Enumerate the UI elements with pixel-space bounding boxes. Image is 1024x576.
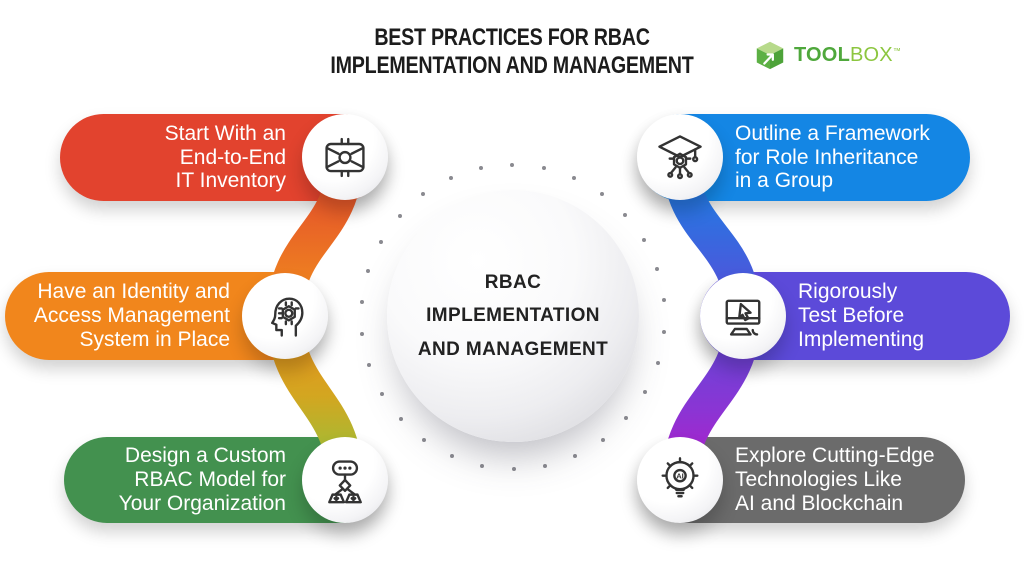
monitor-cursor-icon (725, 299, 761, 336)
ring-dot (379, 239, 383, 244)
pill-label: Outline a Framework for Role Inheritance… (735, 121, 930, 193)
ring-dot (541, 166, 546, 171)
ring-dot (600, 437, 605, 442)
ring-dot (449, 454, 454, 459)
ring-dot (478, 166, 483, 171)
page-title: BEST PRACTICES FOR RBAC IMPLEMENTATION A… (330, 24, 694, 80)
svg-text:AI: AI (676, 471, 684, 480)
ring-dot (510, 163, 515, 167)
ring-dot (572, 175, 577, 180)
flowchart-icon (328, 460, 362, 504)
logo-word-tool: TOOL (794, 43, 850, 66)
ring-dot (642, 390, 647, 395)
icon-circle-role-inheritance (637, 114, 723, 200)
ring-dot (655, 361, 660, 366)
icon-circle-custom-rbac (302, 437, 388, 523)
ring-dot (480, 463, 485, 468)
ring-dot (511, 466, 516, 471)
ring-dot (599, 191, 604, 196)
icon-circle-identity-access (242, 273, 328, 359)
pill-label: Explore Cutting-Edge Technologies Like A… (735, 444, 935, 515)
ring-dot (662, 330, 667, 335)
pill-label: Start With an End-to-End IT Inventory (164, 121, 286, 193)
pill-label: Have an Identity and Access Management S… (33, 280, 230, 351)
icon-circle-it-inventory (302, 114, 388, 200)
ring-dot (366, 362, 371, 367)
ring-dot (543, 463, 548, 468)
graduation-ai-icon (658, 135, 702, 180)
center-sphere: RBAC IMPLEMENTATION AND MANAGEMENT (387, 190, 639, 442)
ring-dot (422, 438, 427, 443)
ring-dot (662, 298, 667, 303)
icon-circle-test-before-implementing (700, 273, 786, 359)
ai-gear-icon: AI (661, 457, 699, 498)
chip-icon (325, 137, 365, 178)
ring-dot (366, 268, 371, 273)
toolbox-wordmark: TOOLBOX™ (794, 44, 901, 67)
ring-dot (655, 267, 660, 272)
ring-dot (624, 416, 629, 421)
ring-dot (379, 391, 384, 396)
ring-dot (448, 176, 453, 181)
center-title: RBAC IMPLEMENTATION AND MANAGEMENT (417, 272, 609, 360)
ring-dot (421, 192, 426, 197)
ring-dot (359, 331, 364, 336)
logo-trademark: ™ (892, 45, 902, 55)
icon-circle-ai-blockchain: AI (637, 437, 723, 523)
ring-dot (573, 453, 578, 458)
ring-dot (398, 417, 403, 422)
ring-dot (623, 212, 628, 217)
ring-dot (397, 213, 402, 218)
toolbox-cube-icon (756, 41, 784, 70)
ring-dot (359, 299, 364, 304)
pill-label: Rigorously Test Before Implementing (798, 280, 925, 351)
toolbox-logo: TOOLBOX™ (753, 38, 901, 72)
ai-head-icon (271, 297, 304, 337)
ring-dot (642, 238, 647, 243)
logo-word-box: BOX (850, 43, 893, 66)
